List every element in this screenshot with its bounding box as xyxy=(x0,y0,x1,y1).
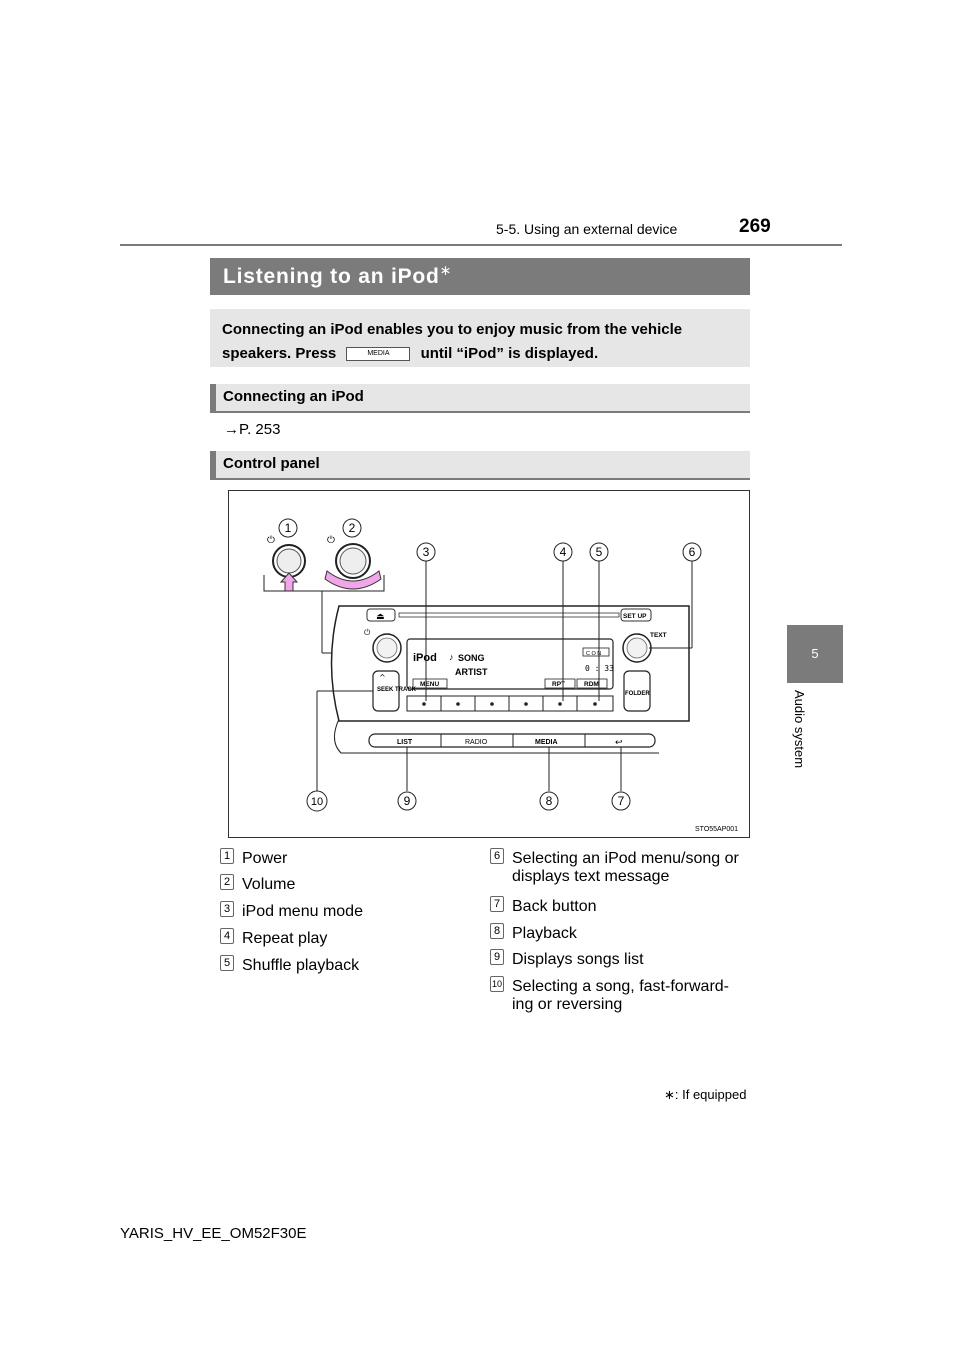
display-rdm: RDM xyxy=(584,681,599,688)
footnote: ∗: If equipped xyxy=(664,1087,747,1102)
list-button-label: LIST xyxy=(397,739,413,746)
section-heading-control-panel: Control panel xyxy=(210,451,750,480)
svg-text:^: ^ xyxy=(379,673,386,682)
text-button-label: TEXT xyxy=(650,632,667,639)
intro-box: Connecting an iPod enables you to enjoy … xyxy=(210,309,750,367)
section-heading-connecting: Connecting an iPod xyxy=(210,384,750,413)
chapter-label: Audio system xyxy=(792,690,807,769)
head-unit: ⏏ SET UP TEXT ⏻ iPod ♪ SONG ARTIST C O N… xyxy=(330,605,690,754)
footer-code: YARIS_HV_EE_OM52F30E xyxy=(120,1225,307,1242)
seek-track-label: SEEK TRACK xyxy=(377,687,417,693)
svg-text:⏏: ⏏ xyxy=(376,612,385,622)
intro-text-1: Connecting an iPod enables you to enjoy … xyxy=(222,321,683,362)
callout-number: 8 xyxy=(490,923,504,939)
media-button-label: MEDIA xyxy=(535,739,558,746)
svg-text:♪: ♪ xyxy=(449,652,454,662)
svg-text:⏻: ⏻ xyxy=(327,535,335,546)
callout-text: Repeat play xyxy=(242,930,328,947)
callout-markers: 1 2 3 4 5 6 7 8 9 10 xyxy=(278,518,702,812)
display-menu: MENU xyxy=(420,681,439,688)
callout-text: Displays songs list xyxy=(512,951,644,968)
callout-text: iPod menu mode xyxy=(242,903,363,920)
callout-text: Selecting an iPod menu/song or displays … xyxy=(512,850,739,885)
page-number: 269 xyxy=(739,216,771,237)
media-key-icon: MEDIA xyxy=(346,347,411,362)
svg-text:⏻: ⏻ xyxy=(267,535,275,546)
preset-buttons xyxy=(406,695,614,712)
page-reference: →P. 253 xyxy=(224,421,281,438)
display-rpt: RPT xyxy=(552,681,565,688)
chapter-tab: 5 xyxy=(787,625,843,683)
callout-number: 2 xyxy=(220,874,234,890)
callout-number: 9 xyxy=(490,949,504,965)
page-title-text: Listening to an iPod xyxy=(223,265,440,288)
if-equipped-marker: ∗ xyxy=(439,262,453,278)
callout-number: 4 xyxy=(220,928,234,944)
callout-number: 6 xyxy=(490,848,504,864)
intro-text-2: until “iPod” is displayed. xyxy=(420,345,599,362)
display-status: C O N xyxy=(586,651,601,657)
callout-number: 10 xyxy=(490,976,504,992)
callout-marker-7: 7 xyxy=(618,794,625,808)
callout-number: 3 xyxy=(220,901,234,917)
callout-marker-2: 2 xyxy=(349,521,356,535)
callout-text: Playback xyxy=(512,925,577,942)
back-icon: ↩ xyxy=(615,738,623,748)
press-arrow-icon xyxy=(279,572,299,592)
rotate-arrow-icon xyxy=(324,570,382,590)
callout-marker-9: 9 xyxy=(404,794,411,808)
display-song: SONG xyxy=(458,653,485,663)
callout-marker-1: 1 xyxy=(285,521,292,535)
callout-marker-5: 5 xyxy=(596,545,603,559)
callout-marker-3: 3 xyxy=(423,545,430,559)
callout-marker-10: 10 xyxy=(311,796,323,808)
callout-text: Selecting a song, fast-forward-ing or re… xyxy=(512,978,729,1013)
callout-number: 1 xyxy=(220,848,234,864)
control-panel-illustration: ⏻ ⏻ ⏏ SET UP TEXT ⏻ iPod ♪ SONG ARTIST xyxy=(263,518,738,833)
callout-text: Volume xyxy=(242,876,296,893)
callout-text: Back button xyxy=(512,898,597,915)
display-source: iPod xyxy=(413,652,437,664)
page-title: Listening to an iPod∗ xyxy=(210,258,750,295)
folder-label: FOLDER xyxy=(625,691,650,697)
header-section-title: 5-5. Using an external device xyxy=(496,221,678,237)
callout-text: Shuffle playback xyxy=(242,957,360,974)
radio-button-label: RADIO xyxy=(465,739,488,746)
display-time: 0 : 33 xyxy=(585,664,614,673)
svg-text:⏻: ⏻ xyxy=(364,628,371,637)
callout-marker-8: 8 xyxy=(546,794,553,808)
callout-number: 5 xyxy=(220,955,234,971)
header-rule xyxy=(120,244,842,246)
display-artist: ARTIST xyxy=(455,667,488,677)
figure-code: STO55AP001 xyxy=(695,826,738,833)
callout-marker-4: 4 xyxy=(560,545,567,559)
control-panel-figure: ⏻ ⏻ ⏏ SET UP TEXT ⏻ iPod ♪ SONG ARTIST xyxy=(228,490,750,838)
setup-button-label: SET UP xyxy=(623,613,647,620)
callout-marker-6: 6 xyxy=(689,545,696,559)
callout-text: Power xyxy=(242,850,288,867)
callout-number: 7 xyxy=(490,896,504,912)
leader-lines xyxy=(316,560,693,791)
